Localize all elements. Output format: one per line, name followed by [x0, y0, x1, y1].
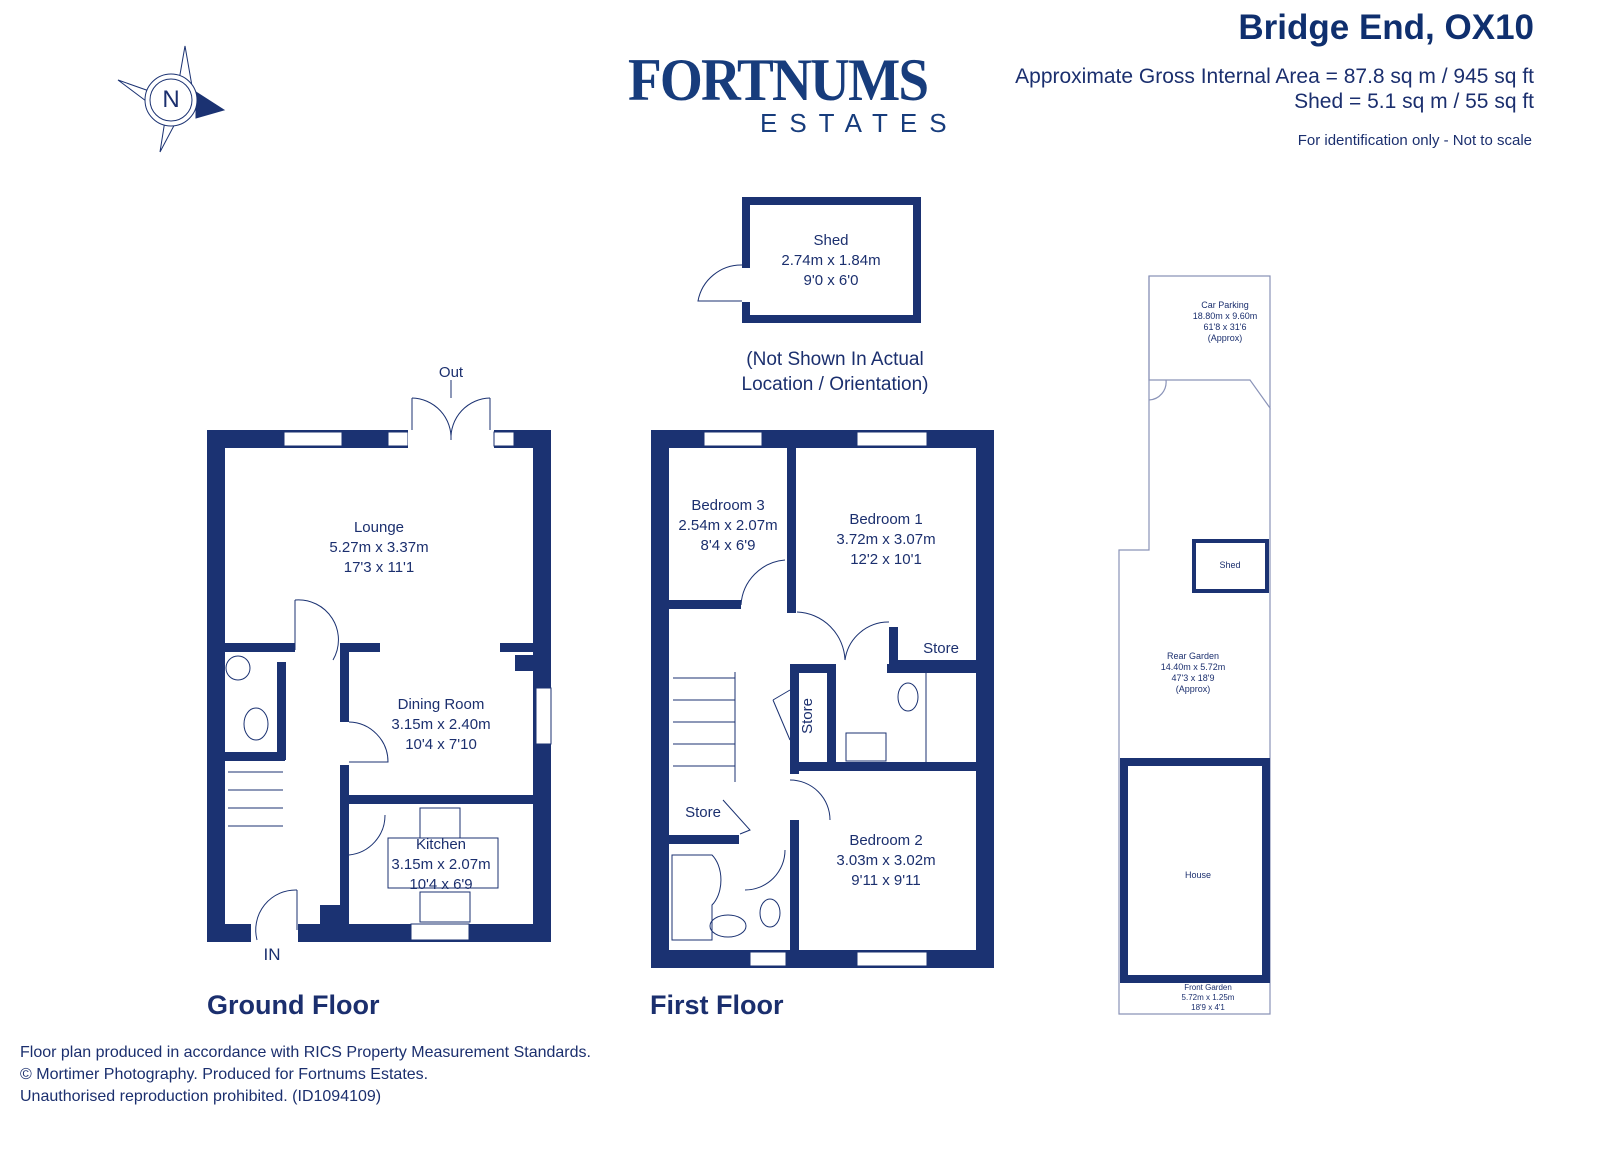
footer-line-2: © Mortimer Photography. Produced for For…: [20, 1066, 429, 1083]
footer-notes: Floor plan produced in accordance with R…: [20, 1042, 591, 1108]
compass-icon: [117, 45, 226, 153]
out-label: Out: [438, 364, 464, 381]
room-imperial: 12'2 x 10'1: [850, 551, 922, 568]
shed-metric: 2.74m x 1.84m: [781, 252, 881, 269]
shed-name: Shed: [813, 232, 849, 249]
gross-area: Approximate Gross Internal Area = 87.8 s…: [1015, 65, 1534, 88]
rear-garden-label: Rear Garden 14.40m x 5.72m 47'3 x 18'9 (…: [1161, 651, 1226, 695]
house-label: House: [1184, 870, 1212, 880]
store-landing: Store: [799, 698, 816, 734]
area-imperial: 18'9 x 4'1: [1191, 1003, 1225, 1012]
room-metric: 3.72m x 3.07m: [836, 531, 936, 548]
first-floor-plan: [651, 430, 994, 968]
footer-line-1: Floor plan produced in accordance with R…: [20, 1044, 591, 1061]
room-imperial: 10'4 x 7'10: [405, 736, 477, 753]
room-name: Bedroom 3: [691, 497, 765, 514]
note-line-2: Location / Orientation): [741, 374, 929, 395]
room-imperial: 17'3 x 11'1: [343, 559, 415, 576]
room-metric: 3.15m x 2.40m: [391, 716, 491, 733]
room-imperial: 8'4 x 6'9: [700, 537, 756, 554]
disclaimer: For identification only - Not to scale: [1297, 132, 1532, 149]
area-note: (Approx): [1175, 684, 1211, 694]
logo-sub: ESTATES: [760, 108, 959, 138]
shed-area: Shed = 5.1 sq m / 55 sq ft: [1294, 90, 1534, 113]
store-stairs: Store: [685, 804, 721, 821]
room-kitchen: Kitchen 3.15m x 2.07m 10'4 x 6'9: [391, 835, 490, 895]
room-imperial: 9'11 x 9'11: [851, 872, 921, 889]
room-bedroom-3: Bedroom 3 2.54m x 2.07m 8'4 x 6'9: [678, 496, 777, 556]
room-lounge: Lounge 5.27m x 3.37m 17'3 x 11'1: [329, 518, 428, 578]
area-note: (Approx): [1207, 333, 1243, 343]
room-name: Kitchen: [415, 836, 467, 853]
site-shed-label: Shed: [1219, 560, 1241, 570]
room-metric: 5.27m x 3.37m: [329, 539, 429, 556]
area-metric: 5.72m x 1.25m: [1181, 993, 1235, 1002]
compass-north-label: N: [162, 86, 180, 113]
car-parking-label: Car Parking 18.80m x 9.60m 61'8 x 31'6 (…: [1193, 300, 1258, 344]
area-metric: 14.40m x 5.72m: [1160, 662, 1226, 672]
ground-floor-plan: [207, 430, 552, 942]
area-imperial: 61'8 x 31'6: [1203, 322, 1247, 332]
property-title: Bridge End, OX10: [1238, 8, 1534, 47]
room-name: Lounge: [353, 519, 405, 536]
front-garden-label: Front Garden 5.72m x 1.25m 18'9 x 4'1: [1182, 983, 1235, 1013]
shed-imperial: 9'0 x 6'0: [803, 272, 859, 289]
room-metric: 2.54m x 2.07m: [678, 517, 778, 534]
ground-floor-label: Ground Floor: [207, 990, 380, 1020]
first-floor-label: First Floor: [650, 990, 784, 1020]
store-bedroom-1: Store: [923, 640, 959, 657]
shed-label: Shed 2.74m x 1.84m 9'0 x 6'0: [781, 231, 880, 291]
area-summary: Approximate Gross Internal Area = 87.8 s…: [1015, 64, 1534, 114]
area-name: Car Parking: [1201, 300, 1249, 310]
room-metric: 3.15m x 2.07m: [391, 856, 491, 873]
room-dining: Dining Room 3.15m x 2.40m 10'4 x 7'10: [391, 695, 490, 755]
room-metric: 3.03m x 3.02m: [836, 852, 936, 869]
logo-name: FORTNUMS: [628, 47, 929, 113]
room-name: Bedroom 2: [849, 832, 923, 849]
area-metric: 18.80m x 9.60m: [1192, 311, 1258, 321]
site-plan: [1118, 275, 1271, 1015]
note-line-1: (Not Shown In Actual: [746, 349, 924, 370]
shed-plan: [697, 197, 921, 323]
room-name: Bedroom 1: [849, 511, 923, 528]
area-name: Front Garden: [1184, 983, 1232, 992]
in-label: IN: [263, 945, 281, 964]
room-imperial: 10'4 x 6'9: [409, 876, 473, 893]
room-name: Dining Room: [397, 696, 485, 713]
area-name: Rear Garden: [1166, 651, 1220, 661]
room-bedroom-2: Bedroom 2 3.03m x 3.02m 9'11 x 9'11: [836, 831, 935, 891]
room-bedroom-1: Bedroom 1 3.72m x 3.07m 12'2 x 10'1: [836, 510, 935, 570]
footer-line-3: Unauthorised reproduction prohibited. (I…: [20, 1088, 382, 1105]
area-imperial: 47'3 x 18'9: [1171, 673, 1215, 683]
shed-location-note: (Not Shown In Actual Location / Orientat…: [742, 347, 929, 397]
